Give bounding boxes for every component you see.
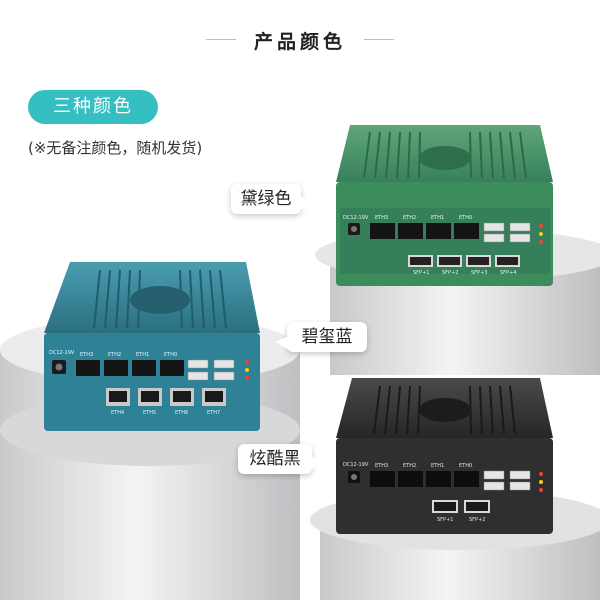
blue-eth3-label: ETH3 xyxy=(80,352,93,358)
black-sfp2-label: SFP+2 xyxy=(469,517,485,523)
blue-eth5-label: ETH5 xyxy=(143,410,156,416)
green-sfp2-label: SFP+2 xyxy=(442,270,458,276)
green-eth1-label: ETH1 xyxy=(431,215,444,221)
green-mini-pc: DC12-19V ETH3 ETH2 ETH1 ETH0 SFP+1 SFP+2… xyxy=(336,125,553,286)
black-color-callout: 炫酷黑 xyxy=(238,444,312,474)
black-callout-pointer xyxy=(311,456,325,470)
green-color-label: 黛绿色 xyxy=(240,189,292,209)
blue-power-label: DC12-19V xyxy=(49,350,75,356)
blue-callout-pointer xyxy=(275,336,289,350)
blue-eth2-label: ETH2 xyxy=(108,352,121,358)
blue-eth1-label: ETH1 xyxy=(136,352,149,358)
green-eth0-label: ETH0 xyxy=(459,215,472,221)
page-title: 产品颜色 xyxy=(253,31,346,53)
title-left-line xyxy=(206,39,236,40)
green-eth3-label: ETH3 xyxy=(375,215,388,221)
black-eth3-label: ETH3 xyxy=(375,463,388,469)
blue-color-label: 碧玺蓝 xyxy=(301,327,353,347)
title-right-line xyxy=(364,39,394,40)
green-sfp3-label: SFP+3 xyxy=(471,270,487,276)
green-callout-pointer xyxy=(300,196,314,210)
black-sfp1-label: SFP+1 xyxy=(437,517,453,523)
colors-badge: 三种颜色 xyxy=(28,90,158,124)
black-mini-pc: DC12-19V ETH3 ETH2 ETH1 ETH0 SFP+1 SFP+2 xyxy=(336,378,553,534)
green-sfp4-label: SFP+4 xyxy=(500,270,516,276)
black-eth2-label: ETH2 xyxy=(403,463,416,469)
black-color-label: 炫酷黑 xyxy=(249,449,301,469)
blue-eth6-label: ETH6 xyxy=(175,410,188,416)
black-eth1-label: ETH1 xyxy=(431,463,444,469)
green-color-callout: 黛绿色 xyxy=(231,184,301,214)
black-power-label: DC12-19V xyxy=(343,462,369,468)
black-eth0-label: ETH0 xyxy=(459,463,472,469)
blue-color-callout: 碧玺蓝 xyxy=(287,322,367,352)
blue-eth4-label: ETH4 xyxy=(111,410,124,416)
blue-eth0-label: ETH0 xyxy=(164,352,177,358)
blue-mini-pc: DC12-19V ETH3 ETH2 ETH1 ETH0 ETH4 ETH5 E… xyxy=(44,262,260,431)
blue-eth7-label: ETH7 xyxy=(207,410,220,416)
green-power-label: DC12-19V xyxy=(343,215,369,221)
green-sfp1-label: SFP+1 xyxy=(413,270,429,276)
green-eth2-label: ETH2 xyxy=(403,215,416,221)
random-ship-note: (※无备注颜色，随机发货) xyxy=(28,139,203,157)
